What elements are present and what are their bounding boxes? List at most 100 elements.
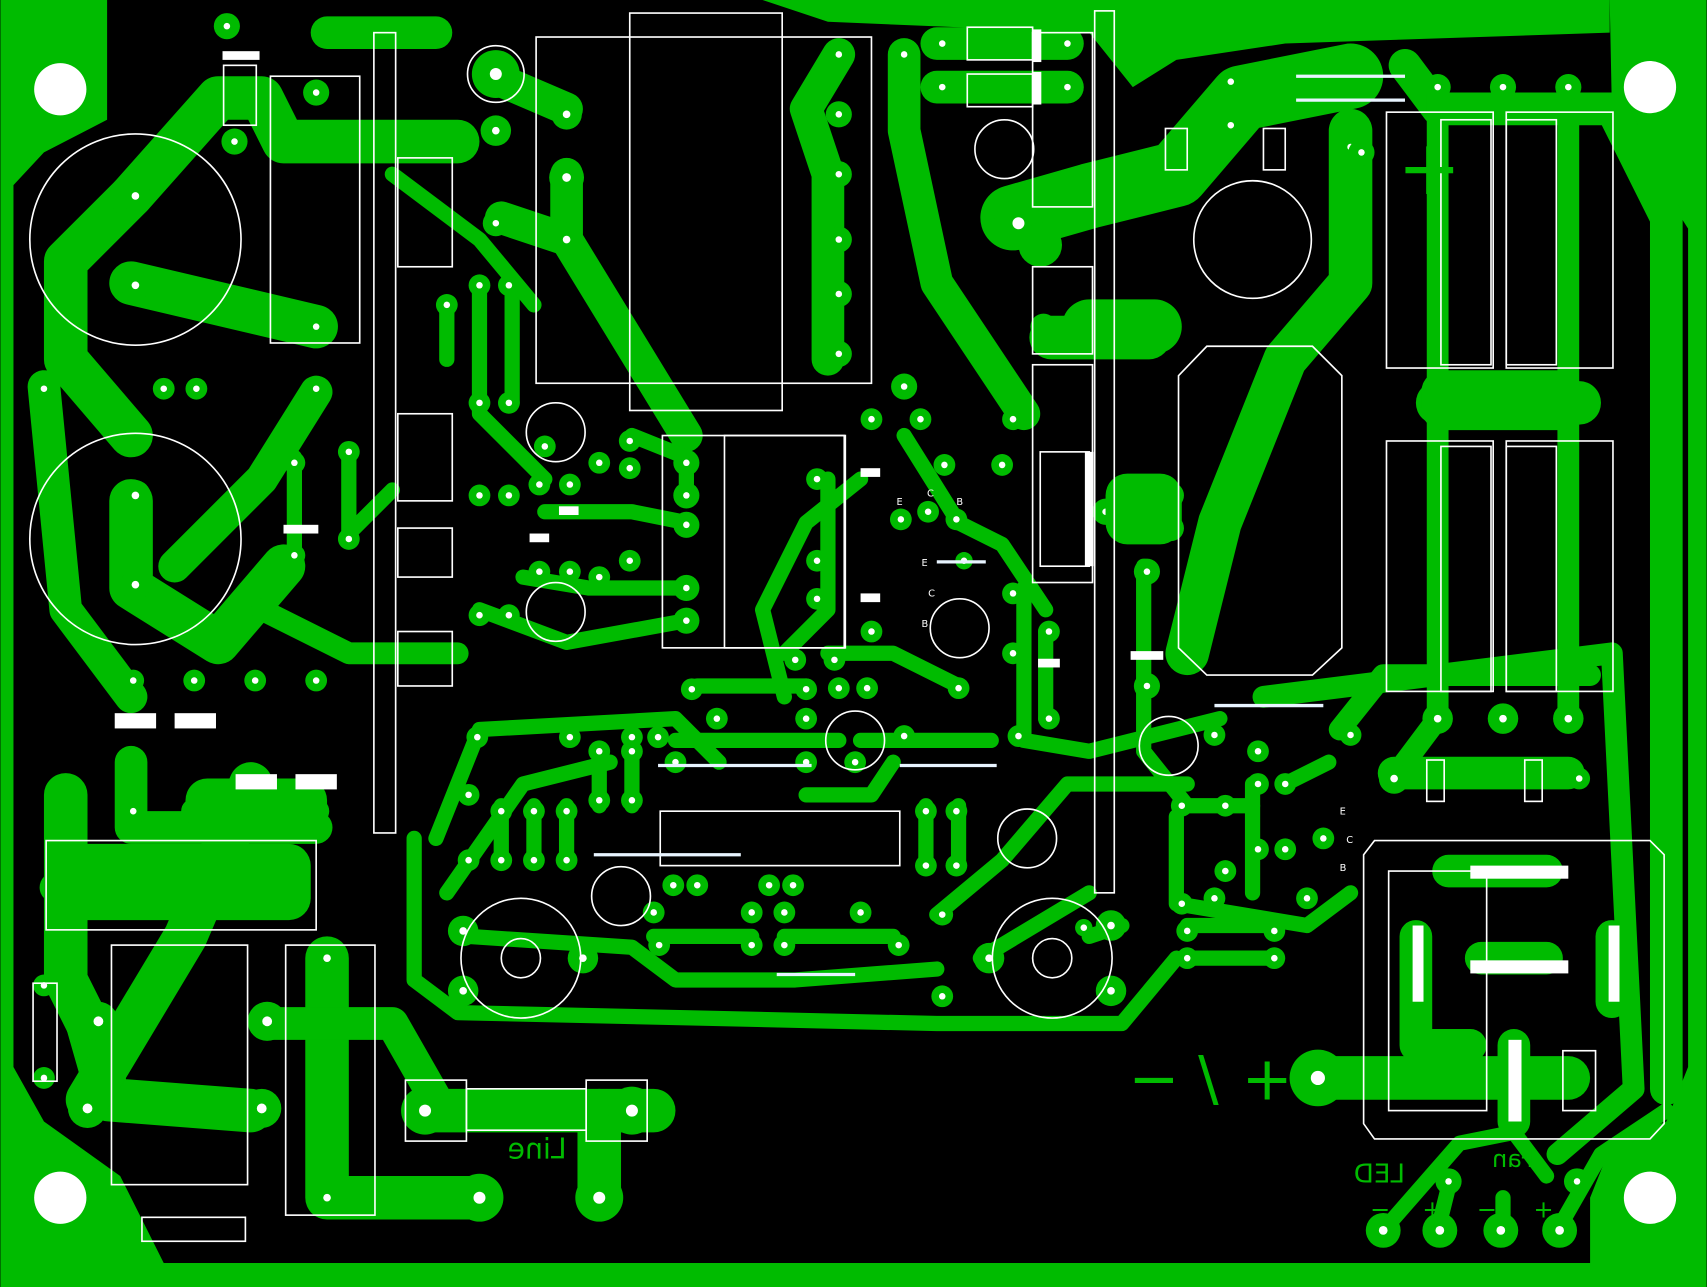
potentiometer-outline [991,897,1113,1019]
drill-hole [835,236,843,243]
drill-hole [474,733,481,741]
copper-trace [1375,1124,1555,1239]
component-outline [1031,31,1094,208]
drill-hole [654,733,662,741]
component-outline [1440,118,1492,366]
drill-hole [683,492,690,499]
component-outline [1505,445,1558,693]
drill-hole [863,684,871,692]
drill-hole [312,385,320,392]
drill-hole [1107,987,1115,995]
copper-pads [33,13,1591,1248]
drill-hole [1573,1178,1581,1185]
copper-trace [109,76,480,218]
component-outline [373,31,397,834]
drill-hole [345,535,353,543]
drill-hole [791,656,799,664]
copper-pour [1029,315,1171,360]
component-outline [32,982,58,1083]
drill-hole [1080,924,1088,931]
drill-hole [1281,780,1289,788]
drill-hole [1015,732,1022,740]
drill-hole [505,282,513,289]
drill-hole [505,399,513,407]
drill-hole [492,126,500,135]
copper-trace [250,598,469,665]
drill-hole [1496,1226,1506,1235]
drill-hole [1064,83,1071,91]
drill-hole [223,22,231,30]
drill-hole [835,51,843,58]
silkscreen-outlines [28,10,1665,1243]
drill-hole [900,51,908,58]
drill-hole [476,399,483,407]
pin-label: C [928,589,935,600]
component-band [860,593,881,603]
pin-label: C [927,489,934,500]
drill-hole [129,807,137,815]
mounting-hole [1623,1171,1677,1224]
copper-trace [1016,580,1228,759]
drill-hole [476,611,483,619]
drill-hole [262,1016,273,1027]
component-band [1608,925,1620,1002]
component-outline [397,157,454,268]
component-outline [628,12,783,412]
drill-hole [688,685,696,693]
fan-label: Fan [1492,1145,1533,1173]
drill-hole [595,797,603,804]
electrolytic-cap-outline [590,865,652,927]
drill-hole [562,110,571,119]
component-band [1470,960,1569,974]
copper-pour [1105,473,1182,545]
drill-hole [465,856,472,864]
potentiometer-knob [500,937,542,979]
drill-hole [1358,149,1365,156]
drill-hole [628,748,636,755]
component-outline [723,434,846,649]
copper-trace [789,38,856,376]
drill-hole [563,856,570,864]
drill-hole [1178,900,1186,907]
pin-label: B [922,619,929,630]
component-band [1508,1039,1522,1122]
electrolytic-cap-outline [525,581,586,643]
drill-hole [473,1191,486,1204]
capacitor-outline [28,133,242,346]
drill-hole [1434,83,1441,91]
component-outline [1562,1049,1597,1112]
drill-hole [713,715,721,722]
drill-hole [938,993,946,1000]
component-outline [1523,759,1544,803]
drill-hole [1211,731,1218,739]
drill-hole [443,301,451,309]
drill-hole [802,685,810,693]
component-outline [1385,440,1495,693]
copper-trace [1165,108,1373,676]
drill-hole [628,733,636,741]
drill-hole [1222,867,1229,875]
drill-hole [1310,1070,1325,1086]
component-outline [45,839,317,931]
drill-hole [1281,846,1289,853]
drill-hole [595,573,603,581]
copper-trace [109,479,306,665]
drill-hole [900,732,908,740]
drill-hole [835,684,843,692]
mounting-hole [1623,60,1677,114]
drill-hole [1009,650,1017,657]
drill-hole [748,941,755,949]
copper-pour [1018,223,1063,267]
drill-hole [492,219,500,227]
drill-hole [998,461,1006,469]
drill-hole [857,909,864,916]
drill-hole [593,1191,606,1204]
component-band [1130,651,1164,660]
copper-trace [980,43,1384,251]
component-outline [1031,265,1094,355]
drill-hole [193,385,200,392]
drill-hole [131,580,140,589]
connector-outline [1362,839,1665,1140]
drill-hole [851,758,859,766]
drill-hole [129,677,137,684]
